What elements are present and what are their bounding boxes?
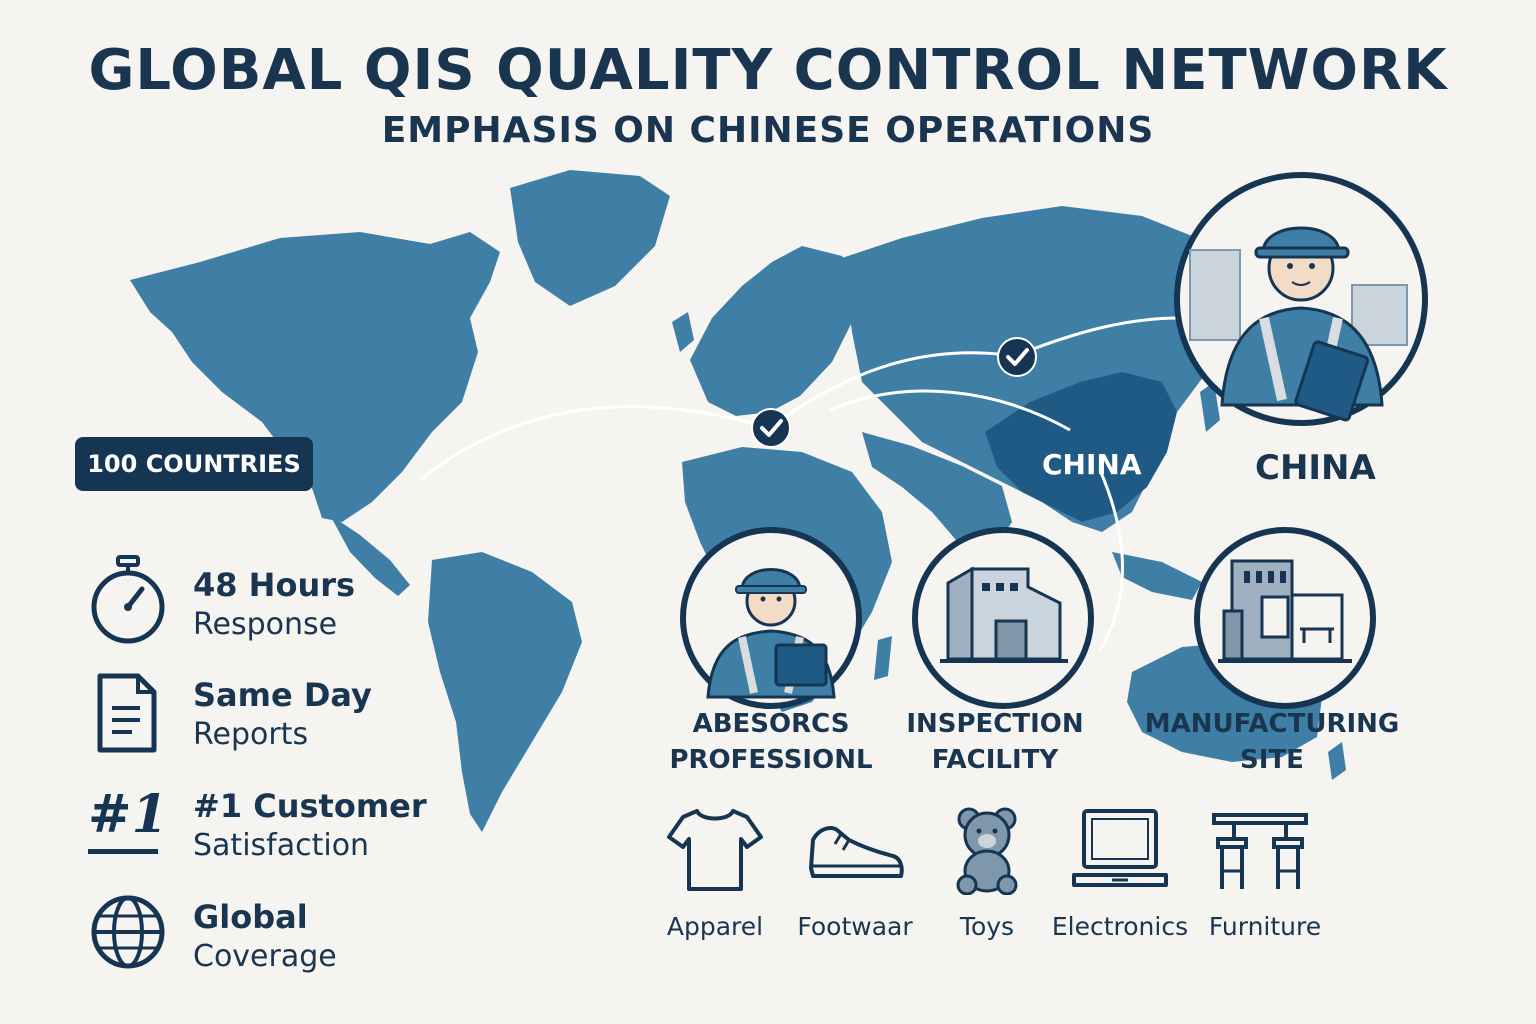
number-one-text: #1 (88, 784, 168, 845)
card-line1: ABESORCS (692, 709, 850, 739)
category-label: Footwaar (797, 912, 913, 941)
underline-bar (88, 849, 158, 854)
stat-line2: Coverage (193, 939, 337, 974)
connection-arc (419, 405, 771, 482)
number-one-icon: #1 (88, 785, 168, 869)
china-label: CHINA (1255, 448, 1376, 488)
countries-badge: 100 COUNTRIES (75, 437, 313, 491)
facility-label: INSPECTION FACILITY (865, 706, 1125, 778)
facility-card (910, 525, 1096, 711)
stat-coverage: Global Coverage (193, 897, 337, 977)
south-asia-shape (862, 432, 1012, 552)
page-subtitle: EMPHASIS ON CHINESE OPERATIONS (381, 110, 1155, 151)
china-inspector-card (1172, 170, 1430, 428)
stat-response: 48 Hours Response (193, 565, 355, 645)
southeast-asia-shape (1112, 552, 1202, 600)
stat-line2: Satisfaction (193, 828, 370, 863)
connection-arc (829, 389, 1071, 432)
professional-label: ABESORCS PROFESSIONL (641, 706, 901, 778)
card-line2: PROFESSIONL (669, 745, 873, 775)
inspector-icon (680, 527, 862, 709)
document-icon (88, 672, 168, 756)
madagascar-shape (874, 636, 892, 680)
teddy-bear-icon (937, 805, 1037, 896)
check-icon (997, 337, 1037, 377)
professional-card (678, 525, 864, 711)
table-stools-icon (1210, 805, 1310, 895)
stat-line2: Reports (193, 717, 309, 752)
stopwatch-icon (88, 555, 168, 644)
south-america-shape (428, 552, 582, 832)
new-zealand-shape (1328, 742, 1346, 780)
connection-arc (769, 351, 1016, 430)
stat-satisfaction: #1 Customer Satisfaction (193, 786, 427, 866)
north-america-shape (130, 232, 500, 522)
card-line1: MANUFACTURING (1144, 709, 1400, 739)
globe-icon (88, 892, 168, 976)
stat-line2: Response (193, 607, 338, 642)
category-label: Apparel (666, 912, 764, 941)
stat-line1: 48 Hours (193, 566, 356, 604)
connection-arc (1098, 469, 1124, 651)
europe-shape (690, 246, 862, 416)
laptop-icon (1070, 805, 1170, 895)
china-map-label: CHINA (1042, 448, 1142, 481)
greenland-shape (510, 170, 670, 306)
inspector-icon (1174, 172, 1428, 426)
stat-line1: Global (193, 898, 308, 936)
card-line2: SITE (1240, 745, 1304, 775)
category-label: Toys (959, 912, 1015, 941)
check-icon (751, 408, 791, 448)
stat-line1: #1 Customer (193, 787, 427, 825)
manufacturing-card (1192, 525, 1378, 711)
japan-shape (1200, 382, 1220, 432)
connection-arc (1014, 316, 1181, 358)
page-title: GLOBAL QIS QUALITY CONTROL NETWORK (88, 38, 1448, 103)
category-label: Furniture (1208, 912, 1322, 941)
card-line1: INSPECTION (906, 709, 1084, 739)
card-line2: FACILITY (931, 745, 1059, 775)
shirt-icon (665, 805, 765, 895)
central-america-shape (330, 515, 410, 596)
shoe-icon (805, 810, 905, 900)
china-region-shape (985, 372, 1177, 522)
manufacturing-label: MANUFACTURING SITE (1142, 706, 1402, 778)
checkpoint-marker (750, 407, 792, 449)
category-label: Electronics (1051, 912, 1189, 941)
stat-reports: Same Day Reports (193, 675, 372, 755)
factory-icon (1194, 527, 1376, 709)
stat-line1: Same Day (193, 676, 372, 714)
facility-icon (912, 527, 1094, 709)
uk-shape (672, 312, 694, 352)
checkpoint-marker (996, 336, 1038, 378)
